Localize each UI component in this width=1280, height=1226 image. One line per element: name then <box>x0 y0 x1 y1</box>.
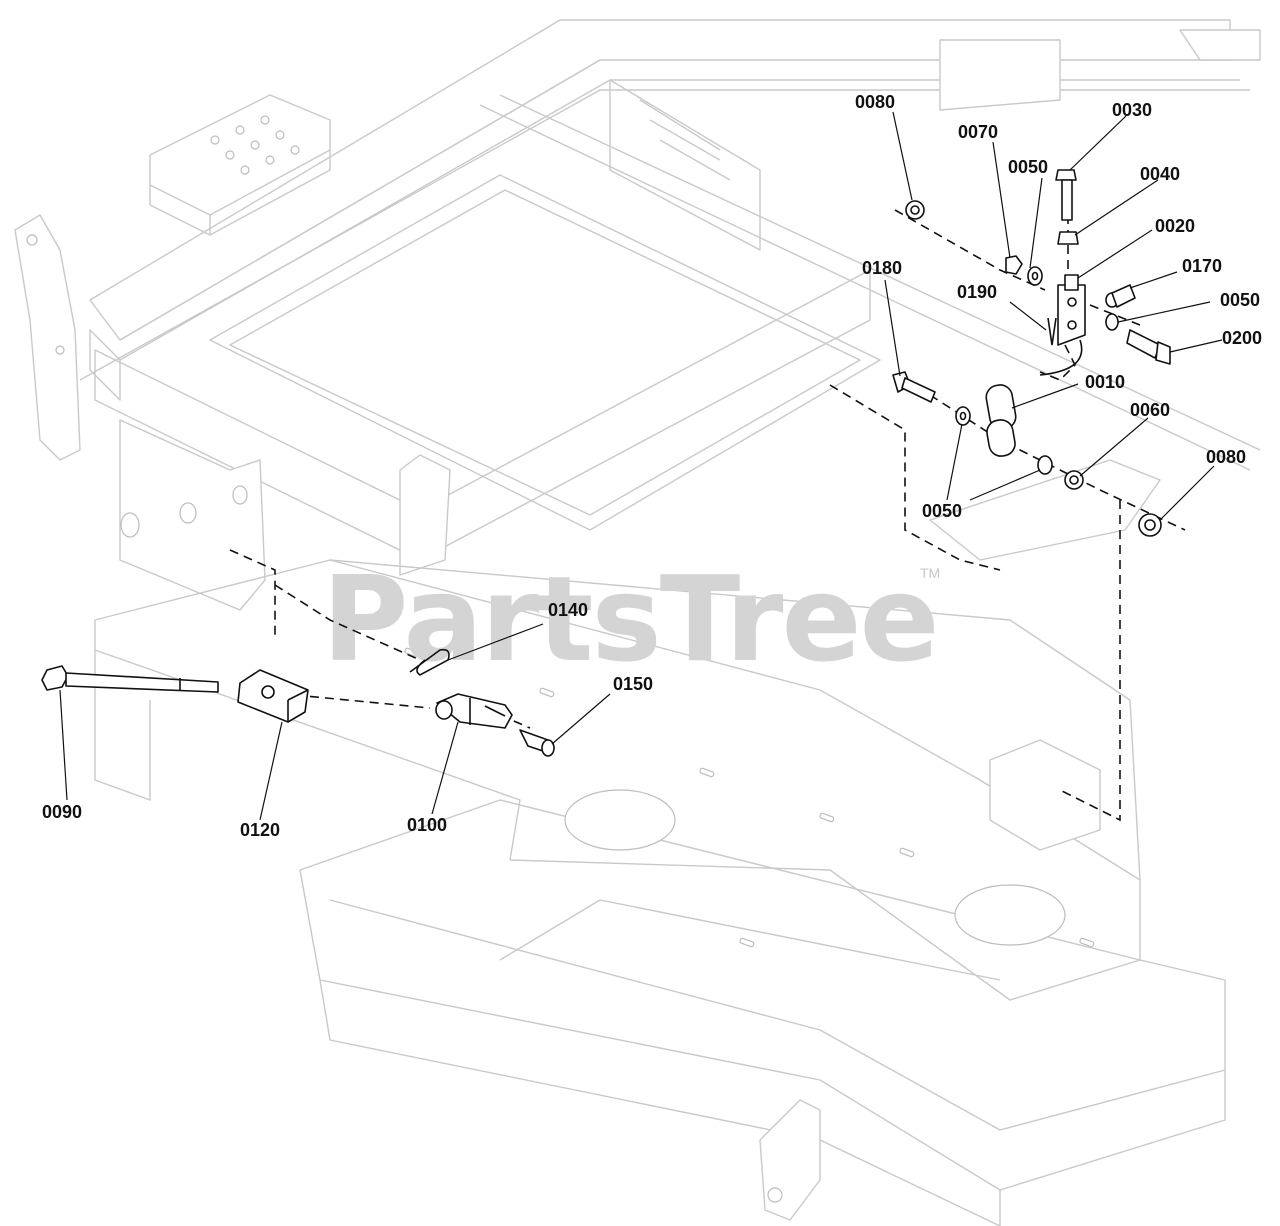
callout-0120: 0120 <box>240 820 280 840</box>
spring-clip-0190 <box>1047 317 1057 346</box>
rod-0090 <box>41 665 219 693</box>
bolt-0030 <box>1055 169 1077 221</box>
washer-0050c <box>955 406 971 426</box>
pin-0170 <box>1105 284 1136 308</box>
nut-0040 <box>1057 231 1079 245</box>
clevis-0100 <box>435 693 513 729</box>
nut-0060 <box>1064 470 1084 490</box>
callout-0050-upper: 0050 <box>1008 157 1048 177</box>
callout-0050-lower: 0050 <box>922 501 962 521</box>
ghost-deck <box>94 559 1226 1226</box>
pin-0150 <box>519 729 555 757</box>
nut-0070 <box>1005 255 1023 275</box>
watermark-text: PartsTree <box>322 550 938 688</box>
flange-nut-0080a <box>905 200 925 220</box>
callout-0040: 0040 <box>1140 164 1180 184</box>
callout-0170: 0170 <box>1182 256 1222 276</box>
callout-0050-right: 0050 <box>1220 290 1260 310</box>
callout-0080-lower: 0080 <box>1206 447 1246 467</box>
callout-labels: 0080 0070 0050 0030 0040 0020 0180 0190 … <box>42 92 1262 840</box>
callout-0060: 0060 <box>1130 400 1170 420</box>
chain-0010 <box>985 339 1083 457</box>
leader-lines <box>59 111 1223 821</box>
callout-0140: 0140 <box>548 600 588 620</box>
callout-0190: 0190 <box>957 282 997 302</box>
watermark-trademark: TM <box>920 565 940 581</box>
washer-0050a <box>1027 266 1043 286</box>
callout-0100: 0100 <box>407 815 447 835</box>
washer-0050b <box>1105 313 1119 331</box>
callout-0080-upper: 0080 <box>855 92 895 112</box>
callout-0020: 0020 <box>1155 216 1195 236</box>
callout-0010: 0010 <box>1085 372 1125 392</box>
callout-0150: 0150 <box>613 674 653 694</box>
callout-0030: 0030 <box>1112 100 1152 120</box>
callout-0180: 0180 <box>862 258 902 278</box>
washer-0050d <box>1037 455 1053 475</box>
bolt-0200 <box>1126 329 1171 365</box>
watermark: PartsTree TM <box>322 550 940 688</box>
ghost-frame <box>14 19 1261 611</box>
callout-0090: 0090 <box>42 802 82 822</box>
bolt-0180 <box>892 371 936 403</box>
flange-nut-0080b <box>1138 513 1162 537</box>
block-0120 <box>237 669 309 723</box>
callout-0070: 0070 <box>958 122 998 142</box>
callout-0200: 0200 <box>1222 328 1262 348</box>
clevis-0020 <box>1057 274 1086 346</box>
